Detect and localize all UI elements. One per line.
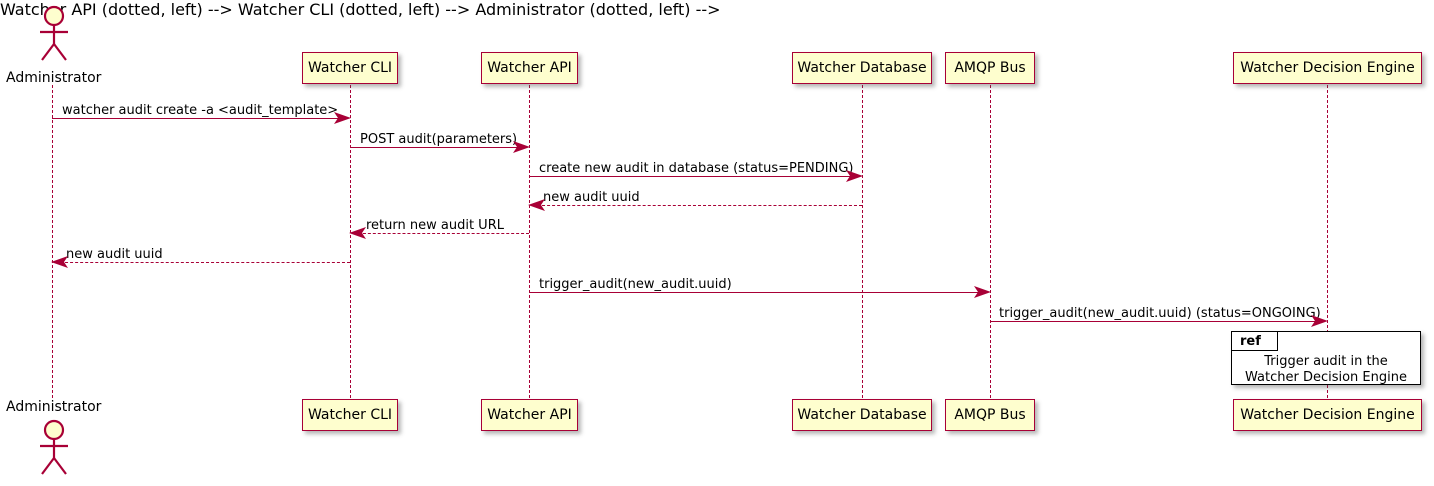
participant-label-amqp-bus-bottom: AMQP Bus — [954, 407, 1026, 423]
participant-box-watcher-cli-bottom[interactable]: Watcher CLI — [302, 399, 398, 431]
ref-fragment: ref Trigger audit in the Watcher Decisio… — [1231, 331, 1421, 385]
message-arrowhead-6 — [50, 254, 68, 274]
message-line-5 — [358, 233, 529, 234]
actor-administrator-bottom — [30, 418, 76, 476]
participant-label-watcher-cli-top: Watcher CLI — [307, 60, 393, 76]
message-arrowhead-3 — [846, 168, 864, 188]
message-arrowhead-4 — [527, 197, 545, 217]
message-line-3 — [529, 176, 854, 177]
ref-fragment-keyword: ref — [1240, 333, 1261, 349]
participant-label-watcher-cli-bottom: Watcher CLI — [307, 407, 393, 423]
message-label-4: new audit uuid — [543, 190, 640, 205]
participant-box-watcher-decision-engine-bottom[interactable]: Watcher Decision Engine — [1233, 399, 1422, 431]
participant-box-watcher-database-top[interactable]: Watcher Database — [792, 52, 932, 84]
lifeline-watcher-decision-engine — [1327, 85, 1328, 398]
message-label-8: trigger_audit(new_audit.uuid) (status=ON… — [999, 306, 1321, 321]
participant-label-amqp-bus-top: AMQP Bus — [954, 60, 1026, 76]
actor-label-administrator-bottom: Administrator — [6, 399, 102, 415]
participant-label-watcher-api-bottom: Watcher API — [487, 407, 572, 423]
participant-box-watcher-api-bottom[interactable]: Watcher API — [481, 399, 578, 431]
message-arrowhead-2 — [513, 139, 531, 159]
participant-box-watcher-database-bottom[interactable]: Watcher Database — [792, 399, 932, 431]
participant-label-watcher-database-top: Watcher Database — [797, 60, 927, 76]
participant-label-watcher-api-top: Watcher API — [487, 60, 572, 76]
lifeline-amqp-bus — [990, 85, 991, 398]
participant-label-watcher-decision-engine-top: Watcher Decision Engine — [1240, 60, 1415, 76]
participant-box-amqp-bus-bottom[interactable]: AMQP Bus — [945, 399, 1035, 431]
ref-fragment-line-1: Trigger audit in the — [1264, 354, 1388, 369]
participant-box-watcher-cli-top[interactable]: Watcher CLI — [302, 52, 398, 84]
message-line-2 — [350, 147, 521, 148]
message-line-4 — [537, 205, 862, 206]
lifeline-watcher-api — [529, 85, 530, 398]
message-arrowhead-1 — [334, 110, 352, 130]
message-label-1: watcher audit create -a <audit_template> — [62, 103, 339, 118]
participant-label-watcher-decision-engine-bottom: Watcher Decision Engine — [1240, 407, 1415, 423]
message-label-5: return new audit URL — [366, 218, 504, 233]
message-line-8 — [990, 321, 1319, 322]
message-line-1 — [52, 118, 342, 119]
actor-label-administrator-top: Administrator — [6, 70, 102, 86]
message-label-2: POST audit(parameters) — [360, 132, 518, 147]
message-label-3: create new audit in database (status=PEN… — [539, 161, 854, 176]
message-label-6: new audit uuid — [66, 247, 163, 262]
lifeline-administrator — [52, 85, 53, 398]
ref-fragment-tab: ref — [1232, 332, 1278, 351]
lifeline-watcher-cli — [350, 85, 351, 398]
message-line-7 — [529, 292, 982, 293]
message-line-6 — [60, 262, 350, 263]
message-label-7: trigger_audit(new_audit.uuid) — [539, 277, 732, 292]
lifeline-watcher-database — [862, 85, 863, 398]
actor-administrator-top — [30, 4, 76, 62]
participant-box-amqp-bus-top[interactable]: AMQP Bus — [945, 52, 1035, 84]
participant-label-watcher-database-bottom: Watcher Database — [797, 407, 927, 423]
participant-box-watcher-decision-engine-top[interactable]: Watcher Decision Engine — [1233, 52, 1422, 84]
message-arrowhead-7 — [974, 284, 992, 304]
actor-stick-figure-icon — [40, 5, 68, 61]
actor-stick-figure-icon — [40, 419, 68, 475]
message-arrowhead-5 — [348, 225, 366, 245]
ref-fragment-line-2: Watcher Decision Engine — [1245, 370, 1407, 385]
message-arrowhead-8 — [1311, 313, 1329, 333]
participant-box-watcher-api-top[interactable]: Watcher API — [481, 52, 578, 84]
ref-fragment-body: Trigger audit in the Watcher Decision En… — [1232, 354, 1420, 386]
